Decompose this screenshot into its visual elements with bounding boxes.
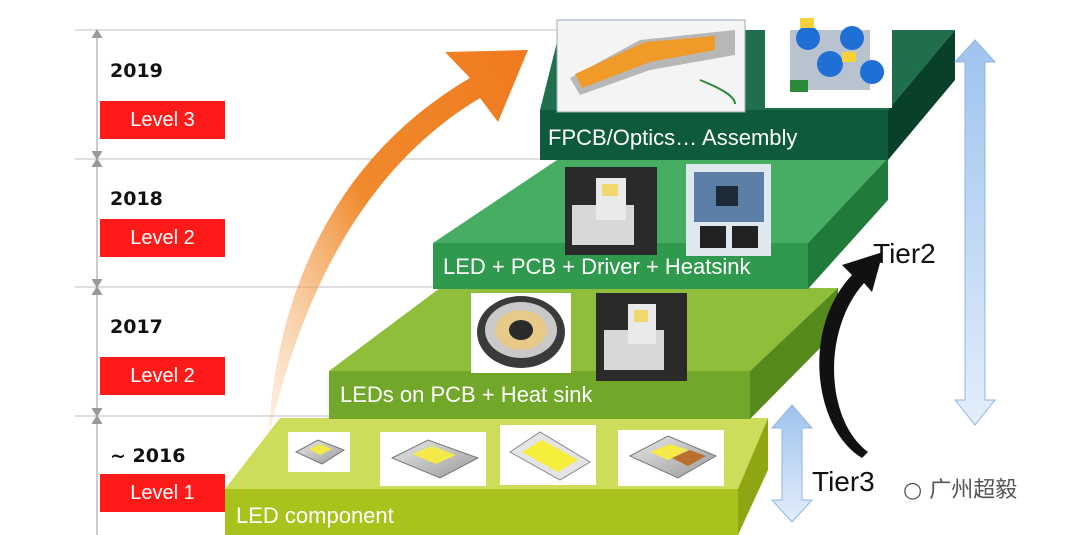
optics-assembly-image [765, 8, 892, 108]
level-badge-2018: Level 2 [100, 219, 225, 257]
led-chip-image-1 [288, 432, 350, 472]
watermark-text: 广州超毅 [929, 478, 1018, 503]
tier-transition-arrow [819, 252, 883, 458]
step-label-assembly: FPCB/Optics… Assembly [548, 125, 798, 150]
step-label-leds-on-pcb: LEDs on PCB + Heat sink [340, 382, 593, 407]
heatsink-image [471, 293, 571, 373]
wechat-icon: ○ [903, 478, 923, 503]
growth-arrow [268, 50, 528, 440]
led-chip-image-3 [500, 425, 596, 485]
watermark: ○ 广州超毅 [903, 472, 1017, 504]
step-label-led-component: LED component [236, 503, 394, 528]
step-leds-on-pcb [329, 288, 838, 419]
tier2-label: Tier2 [873, 238, 936, 269]
tier3-range-arrow [770, 404, 814, 523]
driver-board-image [686, 164, 771, 256]
level-badge-2016: Level 1 [100, 474, 225, 512]
level-badge-2019: Level 3 [100, 101, 225, 139]
year-label-2017: 2017 [110, 316, 163, 338]
tier3-label: Tier3 [812, 466, 875, 497]
fpcb-assembly-image [556, 19, 746, 113]
year-label-2018: 2018 [110, 188, 163, 210]
year-label-2019: 2019 [110, 60, 163, 82]
year-label-2016: ~ 2016 [110, 445, 186, 467]
level-badge-2017: Level 2 [100, 357, 225, 395]
led-chip-image-2 [380, 432, 486, 486]
pcb-module-image-1 [596, 293, 687, 381]
step-label-led-pcb-driver: LED + PCB + Driver + Heatsink [443, 254, 751, 279]
pcb-module-image-2 [565, 167, 657, 255]
timeline-grid [75, 29, 560, 417]
timeline-axis [91, 29, 103, 535]
tier2-range-arrow [953, 39, 997, 426]
led-chip-image-4 [618, 430, 724, 486]
